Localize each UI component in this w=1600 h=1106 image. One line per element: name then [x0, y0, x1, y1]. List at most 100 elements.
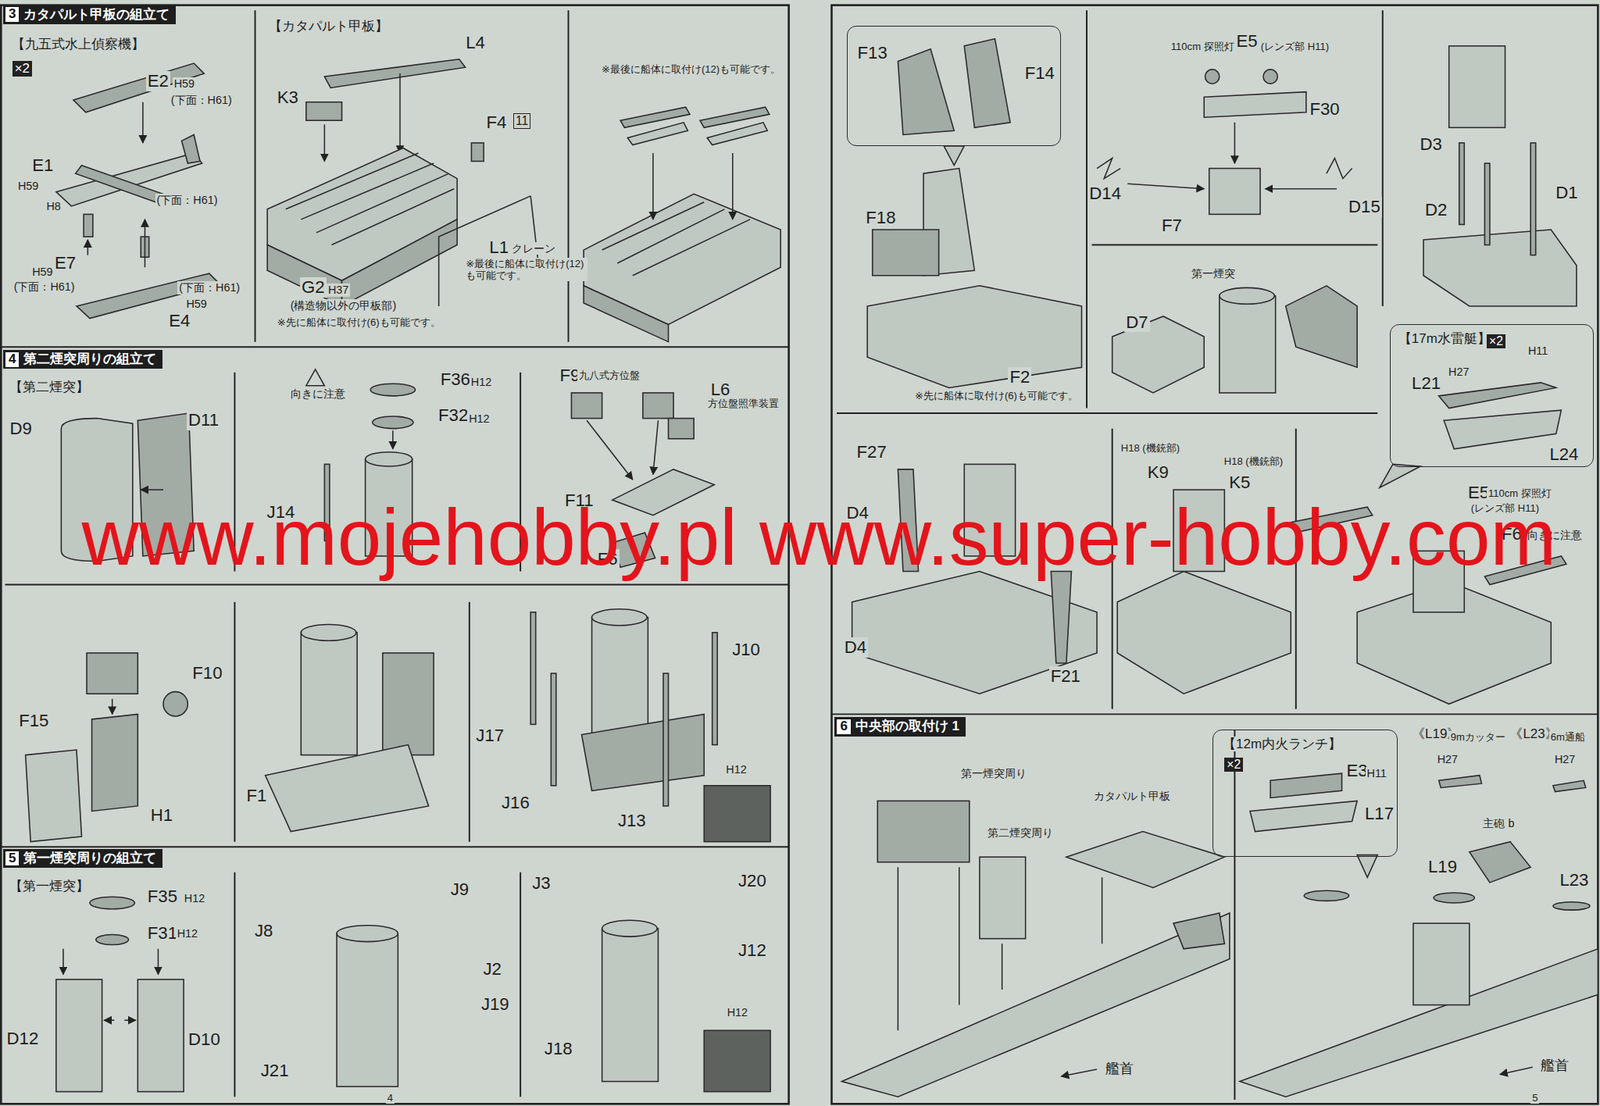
note-text: 主砲 b — [1481, 817, 1516, 831]
part-label: J17 — [474, 725, 506, 747]
part-label: K3 — [275, 87, 300, 108]
part-label: E5 — [1234, 31, 1259, 52]
note-text: H11 — [1365, 767, 1389, 781]
part-label: F10 — [190, 663, 224, 684]
note-text: H59 — [30, 265, 54, 279]
part-label: F21 — [1049, 666, 1083, 687]
part-label: D15 — [1346, 196, 1383, 218]
note-text: 第二煙突周り — [985, 826, 1055, 840]
note-text: H18 (機銃部) — [1119, 442, 1182, 454]
part-label: D12 — [5, 1028, 41, 1050]
part-label: L24 — [1547, 444, 1580, 465]
part-label: E7 — [53, 253, 78, 274]
step-header: 6中央部の取付け 1 — [834, 717, 966, 736]
note-text: カタパルト甲板 — [1092, 789, 1172, 804]
step-header: 4第二煙突周りの組立て — [3, 350, 163, 369]
part-label: F15 — [17, 710, 50, 732]
part-label: L21 — [1410, 373, 1443, 394]
step-title: 第一煙突周りの組立て — [23, 850, 157, 867]
part-label: J12 — [736, 940, 768, 961]
part-label: E4 — [167, 310, 192, 332]
part-label: J16 — [500, 792, 532, 814]
quantity-badge: ×2 — [12, 60, 33, 77]
note-text: 5 — [1530, 1092, 1540, 1104]
step-number: 4 — [5, 352, 19, 368]
part-label: J10 — [730, 639, 762, 661]
part-label: J18 — [542, 1039, 575, 1060]
note-text: (下面：H61) — [12, 280, 77, 294]
part-label: F36 — [439, 369, 472, 390]
note-text: H37 — [326, 283, 350, 297]
note-text: ※先に船体に取付け(6)も可能です。 — [913, 389, 1080, 402]
part-label: L4 — [464, 32, 487, 54]
part-label: F30 — [1307, 99, 1341, 120]
part-label: L17 — [1363, 803, 1396, 825]
part-label: D14 — [1087, 183, 1123, 204]
part-label: G2 — [300, 277, 327, 298]
note-text: H27 — [1435, 753, 1460, 767]
section-heading: 【第一煙突】 — [7, 878, 91, 895]
note-text: 4 — [385, 1092, 395, 1104]
part-label: F1 — [244, 785, 268, 807]
note-text: (下面：H61) — [169, 93, 234, 108]
note-text: ※最後に船体に取付け(12)も可能です。 — [600, 63, 783, 75]
note-text: H12 — [724, 763, 748, 777]
note-text: (下面：H61) — [177, 281, 242, 295]
bubble-heading: 【12m内火ランチ】 — [1221, 736, 1343, 753]
part-number: F14 — [1023, 63, 1057, 84]
part-label: L23 — [1557, 870, 1590, 891]
note-text: 9mカッター — [1449, 731, 1508, 743]
part-label: F32 — [436, 405, 470, 426]
note-text: (構造物以外の甲板部) — [289, 299, 399, 313]
part-label: F35 — [146, 886, 179, 908]
note-text: (レンズ部 H11) — [1259, 40, 1331, 53]
note-text: 第一煙突周り — [959, 767, 1029, 781]
note-text: H27 — [1553, 753, 1577, 767]
section-heading: 【カタパルト甲板】 — [267, 18, 390, 35]
part-label: J21 — [259, 1060, 291, 1082]
part-label: L1 — [487, 237, 511, 258]
part-label: K9 — [1146, 462, 1171, 483]
step-reference: 11 — [513, 113, 531, 129]
section-heading: 【九五式水上偵察機】 — [10, 36, 147, 53]
note-text: H59 — [184, 297, 208, 311]
part-label: F2 — [1007, 367, 1032, 388]
watermark: www.mojehobby.pl www.super-hobby.com — [81, 492, 1557, 584]
note-text: H59 — [16, 179, 40, 193]
part-label: J9 — [449, 879, 471, 900]
part-label: F4 — [484, 112, 508, 133]
section-heading: 【第二煙突】 — [7, 379, 91, 396]
part-label: F7 — [1160, 215, 1184, 236]
part-label: D4 — [842, 637, 868, 658]
note-text: 九八式方位盤 — [577, 369, 642, 382]
note-text: 6m通船 — [1549, 731, 1587, 743]
quantity-badge: ×2 — [1486, 334, 1506, 349]
part-label: J2 — [481, 959, 503, 980]
step-number: 5 — [5, 851, 19, 867]
part-label: D7 — [1124, 312, 1150, 333]
note-text: H12 — [725, 1006, 750, 1020]
note-text: H18 (機銃部) — [1222, 455, 1285, 468]
note-text: H12 — [175, 927, 200, 941]
step-number: 6 — [836, 719, 850, 735]
step-number: 3 — [5, 7, 19, 22]
part-label: E2 — [146, 71, 171, 92]
bubble-heading: 【17m水雷艇】 — [1396, 331, 1493, 347]
note-text: (下面：H61) — [155, 193, 220, 208]
quantity-badge: ×2 — [1224, 757, 1243, 772]
part-label: D11 — [186, 410, 221, 431]
step-title: カタパルト甲板の組立て — [23, 7, 170, 23]
note-text: H12 — [182, 892, 207, 906]
part-label: D3 — [1418, 134, 1444, 155]
callout-bubble: F13F14 — [846, 25, 1061, 147]
note-text: 方位盤照準装置 — [706, 397, 781, 410]
part-label: D9 — [7, 418, 33, 440]
part-label: D2 — [1423, 200, 1449, 221]
part-label: F27 — [855, 442, 889, 463]
note-text: H11 — [1526, 344, 1550, 358]
part-label: J20 — [736, 871, 768, 892]
section-heading: 艦首 — [1103, 1060, 1136, 1077]
step-header: 5第一煙突周りの組立て — [3, 849, 163, 868]
part-label: J8 — [253, 921, 275, 942]
